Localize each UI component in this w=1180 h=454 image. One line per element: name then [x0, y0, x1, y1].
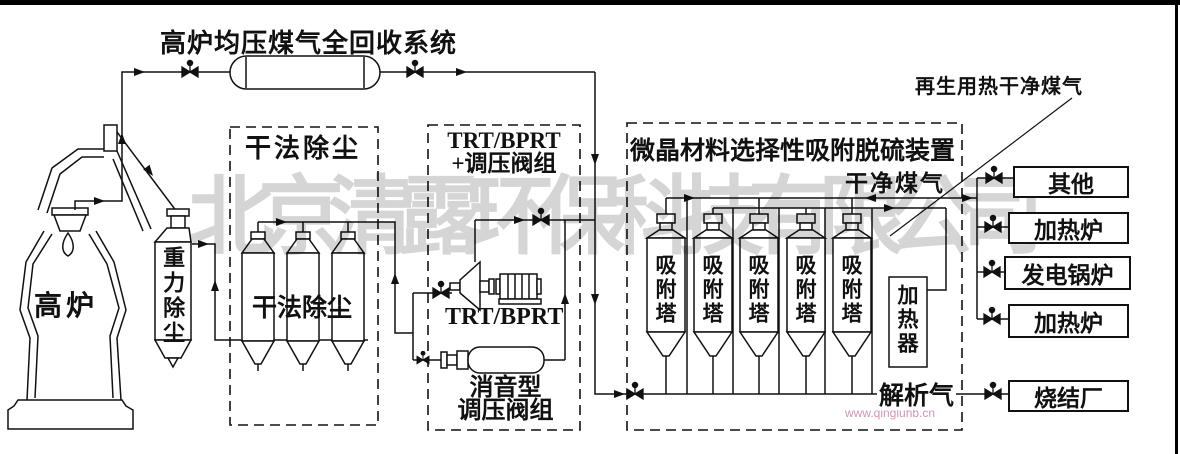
dry-dedusting-box-label: 干法除尘: [245, 134, 362, 163]
dry-dedusting-box: [229, 126, 379, 426]
dry-dedusting-vessels-label: 干法除尘: [252, 295, 353, 322]
consumer-box-others: 其他: [1013, 166, 1129, 198]
adsorption-tower-label: 吸附塔: [653, 254, 678, 326]
consumer-box-heating-furnace-1: 加热炉: [1008, 212, 1129, 244]
regeneration-gas-label: 再生用热干净煤气: [915, 76, 1083, 98]
gravity-dust-collector-label: 重力除尘: [160, 246, 186, 346]
adsorption-tower-label: 吸附塔: [793, 254, 818, 326]
valve-icon: [432, 280, 450, 299]
feed-and-desorption-pipe: [594, 72, 1008, 395]
heater-label: 加热器: [895, 284, 920, 356]
equipment: [153, 55, 928, 394]
top-border-bar: [0, 0, 1180, 5]
adsorption-tower: [691, 213, 735, 394]
desulfurization-box-title: 微晶材料选择性吸附脱硫装置: [630, 138, 956, 165]
muffler-valve-unit: [440, 346, 545, 374]
regeneration-leader-line: [889, 97, 1073, 237]
consumer-header-pipes: [976, 177, 1013, 320]
clean-gas-manifolds: [666, 197, 977, 291]
blast-furnace-drawing: [7, 124, 152, 430]
adsorption-tower-label: 吸附塔: [746, 254, 771, 326]
trt-turbine-generator: [449, 260, 542, 312]
adsorption-tower-label: 吸附塔: [700, 254, 725, 326]
adsorption-tower: [784, 213, 828, 394]
trt-box: [427, 124, 581, 431]
valve-icon: [983, 306, 1001, 325]
valve-icon: [532, 207, 550, 226]
tower-downcomers: [686, 198, 873, 394]
buffer-vessel: [229, 55, 381, 90]
desulfurization-box: [626, 122, 963, 431]
adsorption-tower: [644, 213, 688, 394]
valve-icon: [416, 350, 430, 365]
diagram-title: 高炉均压煤气全回收系统: [160, 29, 458, 58]
trt-box-title-line1: TRT/BPRT: [447, 128, 561, 153]
desorption-gas-label: 解析气: [877, 383, 957, 411]
trt-box-title-line2: +调压阀组: [451, 151, 557, 176]
valve-icon: [626, 381, 644, 400]
valve-icon: [406, 59, 424, 78]
valve-icon: [985, 165, 1003, 184]
gravity-dust-collector: [153, 208, 193, 369]
consumer-box-heating-furnace-2: 加热炉: [1008, 304, 1129, 338]
adsorption-towers: [644, 213, 874, 394]
dashed-unit-boxes: [229, 122, 963, 431]
dedusting-vessel: [240, 231, 276, 371]
clean-gas-label: 干净煤气: [845, 171, 945, 196]
right-border-bar: [1175, 0, 1178, 454]
adsorption-tower: [830, 213, 874, 394]
blast-furnace-label: 高炉: [34, 291, 99, 322]
trt-turbine-label: TRT/BPRT: [445, 304, 564, 330]
consumer-box-power-boiler: 发电锅炉: [1004, 256, 1131, 290]
gas-pipes: [74, 71, 1073, 395]
muffler-label-line1: 消音型: [469, 375, 542, 401]
muffler-label-line2: 调压阀组: [457, 398, 554, 424]
valve-icon: [983, 259, 1001, 278]
valve-icon: [181, 59, 199, 78]
adsorption-tower-label: 吸附塔: [839, 254, 864, 326]
valve-icon: [984, 381, 1002, 400]
adsorption-tower: [737, 213, 781, 394]
valve-icon: [984, 214, 1002, 233]
dry-dedusting-vessels: [240, 231, 366, 371]
dedusting-vessel: [285, 231, 321, 371]
consumer-box-sintering-plant: 烧结厂: [1008, 380, 1129, 412]
heater-vessel: [888, 276, 928, 368]
dedusting-vessel: [330, 231, 366, 371]
